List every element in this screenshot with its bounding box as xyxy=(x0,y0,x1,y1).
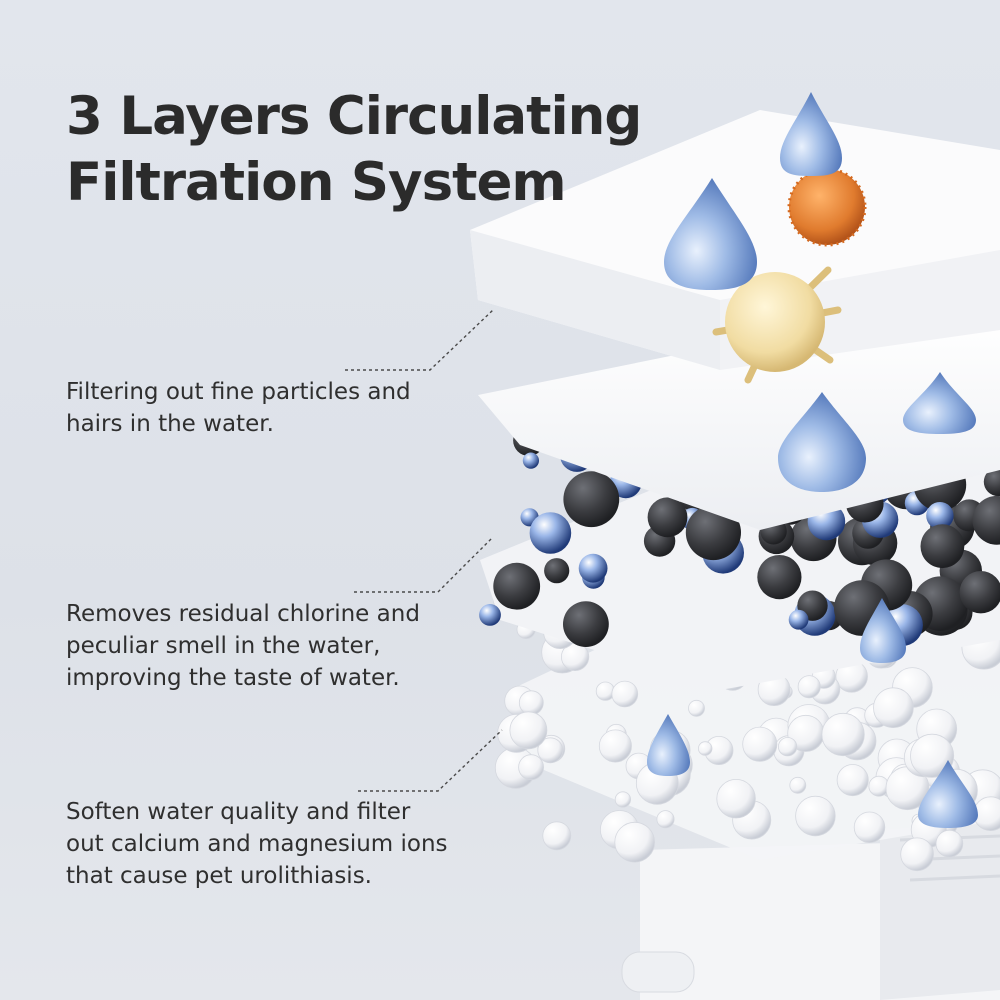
layer-1-description: Filtering out fine particles and hairs i… xyxy=(66,376,411,440)
layer-1-line-1: Filtering out fine particles and xyxy=(66,379,411,405)
resin-bead xyxy=(797,675,821,699)
carbon-granule xyxy=(647,497,688,538)
carbon-granule xyxy=(972,495,1000,545)
resin-bead xyxy=(614,791,632,808)
resin-bead xyxy=(853,811,886,844)
layer-3-line-2: out calcium and magnesium ions xyxy=(66,831,448,857)
blue-bead xyxy=(578,553,608,583)
carbon-granule xyxy=(983,467,1000,497)
carbon-granule xyxy=(493,562,541,610)
layer-2-description: Removes residual chlorine and peculiar s… xyxy=(66,598,420,694)
layer-3-line-3: that cause pet urolithiasis. xyxy=(66,863,372,889)
resin-bead xyxy=(518,690,544,716)
layer-2-line-3: improving the taste of water. xyxy=(66,665,400,691)
resin-bead xyxy=(716,779,756,819)
resin-bead xyxy=(656,810,675,829)
resin-bead xyxy=(518,754,544,781)
hair-ball-icon xyxy=(787,167,867,247)
resin-bead xyxy=(542,821,572,851)
resin-bead xyxy=(614,821,655,863)
resin-bead xyxy=(598,729,632,763)
water-drop-icon xyxy=(647,92,978,828)
carbon-granule xyxy=(563,601,609,647)
title-line-2: Filtration System xyxy=(66,152,567,213)
resin-bead xyxy=(821,712,865,757)
resin-bead xyxy=(873,687,914,728)
blue-bead xyxy=(788,609,809,630)
resin-bead xyxy=(900,837,934,872)
carbon-granule xyxy=(959,571,1000,614)
resin-bead xyxy=(777,737,798,757)
resin-bead xyxy=(742,726,778,762)
resin-bead xyxy=(611,680,639,708)
layer-2-line-2: peculiar smell in the water, xyxy=(66,633,381,659)
resin-bead xyxy=(509,711,548,750)
carbon-granule xyxy=(685,504,742,561)
resin-bead xyxy=(688,699,705,717)
blue-bead xyxy=(522,452,540,469)
layer-1-line-2: hairs in the water. xyxy=(66,411,274,437)
title-line-1: 3 Layers Circulating xyxy=(66,86,642,147)
bacteria-icon xyxy=(712,266,842,384)
carbon-granule xyxy=(920,524,965,569)
resin-bead xyxy=(935,829,964,858)
layer-3-line-1: Soften water quality and filter xyxy=(66,799,411,825)
resin-bead xyxy=(789,776,807,794)
resin-bead xyxy=(795,795,836,837)
resin-bead xyxy=(836,764,869,797)
leader-line-1 xyxy=(345,309,494,371)
blue-bead xyxy=(479,604,501,626)
resin-bead xyxy=(910,733,955,778)
resin-bead xyxy=(537,737,564,764)
leader-line-2 xyxy=(354,537,493,593)
resin-bead xyxy=(698,741,713,756)
blue-bead xyxy=(529,512,572,554)
carbon-granule xyxy=(563,471,620,528)
carbon-granule xyxy=(544,558,570,584)
page-title: 3 Layers Circulating Filtration System xyxy=(66,84,642,216)
carbon-granule xyxy=(757,555,802,600)
leader-lines xyxy=(345,309,503,792)
leader-line-3 xyxy=(358,729,503,792)
layer-2-line-1: Removes residual chlorine and xyxy=(66,601,420,627)
blue-bead xyxy=(926,502,954,530)
layer-3-description: Soften water quality and filter out calc… xyxy=(66,796,448,892)
